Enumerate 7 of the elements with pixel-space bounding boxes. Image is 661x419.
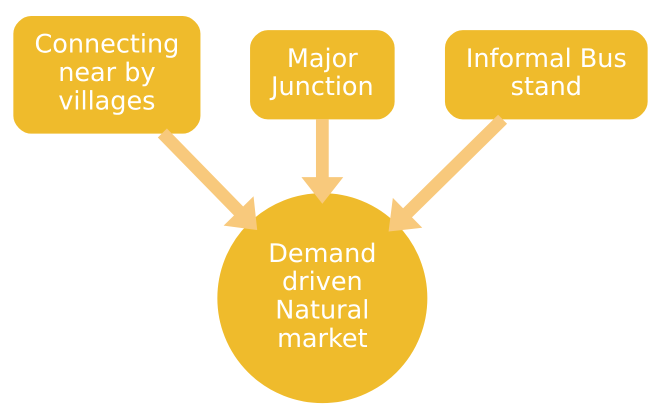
arrow <box>158 128 258 230</box>
arrow <box>388 114 508 232</box>
arrow <box>301 119 344 204</box>
node-box: Major Junction <box>250 30 395 120</box>
node-box: Informal Bus stand <box>444 30 648 120</box>
node-box: Connecting near by villages <box>13 16 200 134</box>
node-circle: Demand driven Natural market <box>217 193 428 404</box>
